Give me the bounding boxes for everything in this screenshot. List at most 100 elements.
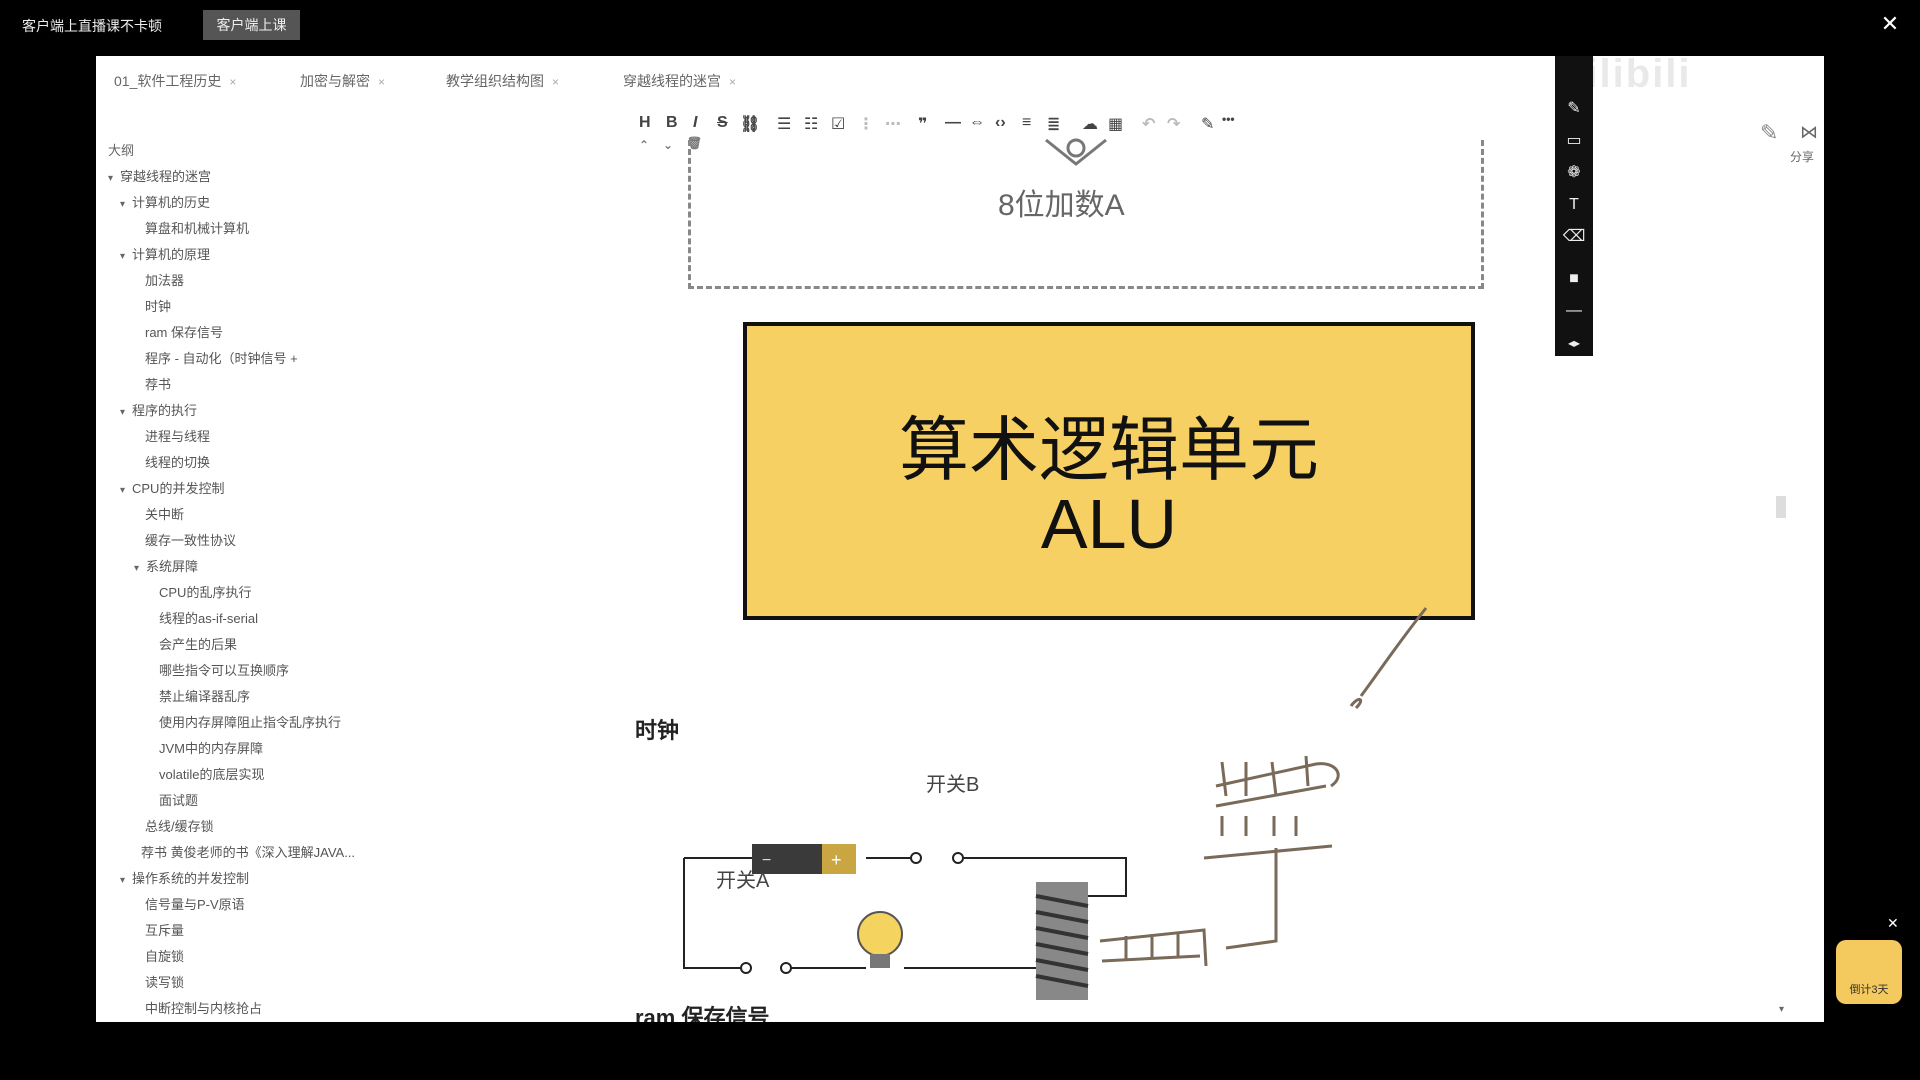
outline-item[interactable]: 总线/缓存锁 (145, 819, 214, 834)
tab-thread-maze[interactable]: 穿越线程的迷宫× (623, 66, 736, 96)
outline-item[interactable]: 线程的as-if-serial (159, 611, 258, 626)
alu-title-cn: 算术逻辑单元 (899, 411, 1319, 489)
chevron-down-icon[interactable]: ▾ (120, 251, 126, 262)
outline-item[interactable]: JVM中的内存屏障 (159, 741, 264, 756)
chevron-down-icon[interactable]: ▾ (134, 563, 140, 574)
outline-item[interactable]: 自旋锁 (145, 949, 185, 964)
outline-item[interactable]: 线程的切换 (145, 455, 211, 470)
outline-item[interactable]: 禁止编译器乱序 (159, 689, 251, 704)
outline-item-label: 计算机的原理 (132, 247, 211, 262)
chevron-down-icon[interactable]: ▾ (120, 485, 126, 496)
tab-label: 加密与解密 (300, 73, 370, 89)
pen-icon[interactable]: ✎ (1567, 100, 1581, 117)
outline-item[interactable]: 关中断 (145, 507, 185, 522)
outline-item[interactable]: ▾计算机的历史 (120, 192, 210, 211)
divider-icon[interactable]: — (945, 114, 961, 131)
clock-circuit-diagram: − + (683, 844, 1127, 1000)
cloud-icon[interactable]: ☁ (1082, 116, 1098, 133)
share-icon[interactable]: ⋈ (1800, 122, 1818, 142)
promo-badge-label: 倒计3天 (1849, 984, 1889, 996)
coil-icon (1035, 882, 1089, 1000)
move-icon[interactable]: ◂▸ (1567, 336, 1581, 350)
client-class-button[interactable]: 客户端上课 (203, 10, 300, 40)
ordered-list-icon[interactable]: ☷ (804, 116, 819, 133)
scroll-down-icon[interactable]: ▾ (1779, 1004, 1785, 1015)
bold-button[interactable]: B (666, 114, 678, 131)
outline-item[interactable]: 面试题 (159, 793, 199, 808)
tab-close-icon[interactable]: × (378, 75, 386, 89)
chevron-down-icon[interactable]: ▾ (120, 199, 126, 210)
outline-item[interactable]: 算盘和机械计算机 (145, 221, 250, 236)
tab-close-icon[interactable]: × (729, 75, 737, 89)
tab-org-chart[interactable]: 教学组织结构图× (446, 66, 559, 96)
table-icon[interactable]: ▦ (1108, 116, 1124, 133)
chevron-down-icon[interactable]: ⌄ (663, 138, 674, 152)
code-block-icon[interactable]: ‹› (995, 114, 1006, 131)
outline-item[interactable]: ▾ 计算机的原理 (120, 244, 210, 263)
outline-item[interactable]: volatile的底层实现 (159, 767, 265, 782)
outline-item[interactable]: 程序 - 自动化（时钟信号 + (145, 351, 298, 366)
chevron-down-icon[interactable]: ▾ (120, 407, 126, 418)
chevron-up-icon[interactable]: ⌃ (639, 138, 650, 152)
outline-item[interactable]: ▾程序的执行 (120, 400, 197, 419)
italic-button[interactable]: I (693, 114, 698, 131)
undo-icon[interactable]: ↶ (1142, 116, 1156, 133)
align-icon[interactable]: ≡ (1022, 114, 1032, 131)
outline-item[interactable]: 缓存一致性协议 (145, 533, 237, 548)
outline-item[interactable]: 荐书 (145, 377, 172, 392)
outline-item[interactable]: 时钟 (145, 299, 172, 314)
more-icon[interactable]: ••• (1222, 112, 1235, 126)
tab-close-icon[interactable]: × (552, 75, 560, 89)
bullet-list-icon[interactable]: ☰ (777, 116, 792, 133)
indent-icon[interactable]: ⋮ (858, 116, 874, 133)
alu-title-en: ALU (1040, 485, 1178, 563)
outline-item[interactable]: ▾系统屏障 (134, 556, 198, 575)
outline-item[interactable]: 中断控制与内核抢占 (145, 1001, 263, 1016)
pencil-icon[interactable]: ✎ (1201, 116, 1215, 133)
outdent-icon[interactable]: ⋯ (885, 116, 901, 133)
outline-item[interactable]: ▾操作系统的并发控制 (120, 868, 249, 887)
palette-icon[interactable]: ❁ (1567, 164, 1581, 181)
outline-item[interactable]: ▾穿越线程的迷宫 (108, 166, 211, 185)
redo-icon[interactable]: ↷ (1167, 116, 1181, 133)
outline-item[interactable]: CPU的乱序执行 (159, 585, 252, 600)
battery-icon (752, 844, 822, 874)
outline-item[interactable]: 使用内存屏障阻止指令乱序执行 (159, 715, 342, 730)
inline-code-icon[interactable]: ⇔ (969, 114, 985, 131)
chevron-down-icon[interactable]: ▾ (120, 875, 126, 886)
square-icon[interactable]: ■ (1569, 270, 1579, 287)
share-label[interactable]: 分享 (1790, 150, 1815, 164)
format-clear-icon[interactable]: ≣ (1047, 116, 1061, 133)
outline-item[interactable]: 加法器 (145, 273, 185, 288)
chevron-down-icon[interactable]: ▾ (108, 173, 114, 184)
outline-item[interactable]: 进程与线程 (145, 429, 211, 444)
line-icon[interactable]: — (1566, 302, 1582, 319)
tab-encryption[interactable]: 加密与解密 × (300, 66, 385, 96)
rectangle-icon[interactable]: ▭ (1566, 132, 1582, 149)
scrollbar-thumb[interactable] (1776, 496, 1786, 518)
text-icon[interactable]: T (1569, 196, 1579, 213)
outline-item[interactable]: 信号量与P-V原语 (145, 897, 245, 912)
badge-close-icon[interactable]: ✕ (1887, 915, 1899, 931)
handwritten-annotation (1099, 607, 1428, 966)
adder-arrow-icon (1045, 138, 1107, 166)
outline-item[interactable]: ▾CPU的并发控制 (120, 478, 224, 497)
promo-badge[interactable]: 倒计3天 (1836, 940, 1902, 1004)
task-list-icon[interactable]: ☑ (831, 116, 846, 133)
outline-item[interactable]: 读写锁 (145, 975, 185, 990)
outline-item[interactable]: ram 保存信号 (145, 325, 224, 340)
eraser-icon[interactable]: ⌫ (1562, 228, 1586, 245)
svg-text:+: + (831, 850, 842, 870)
link-icon[interactable]: ⛓ (740, 116, 761, 133)
outline-item[interactable]: 哪些指令可以互换顺序 (159, 663, 290, 678)
tab-software-history[interactable]: 01_软件工程历史× (114, 66, 236, 96)
heading-button[interactable]: H (639, 114, 651, 131)
close-icon[interactable]: ✕ (1880, 11, 1900, 36)
switch-b-contact (910, 852, 922, 864)
outline-item[interactable]: 会产生的后果 (159, 637, 238, 652)
tab-close-icon[interactable]: × (229, 75, 237, 89)
outline-item[interactable]: 互斥量 (145, 923, 185, 938)
outline-item[interactable]: 荐书 黄俊老师的书《深入理解JAVA... (141, 845, 356, 860)
quote-icon[interactable]: ❞ (918, 116, 928, 133)
strike-button[interactable]: S (717, 114, 728, 131)
